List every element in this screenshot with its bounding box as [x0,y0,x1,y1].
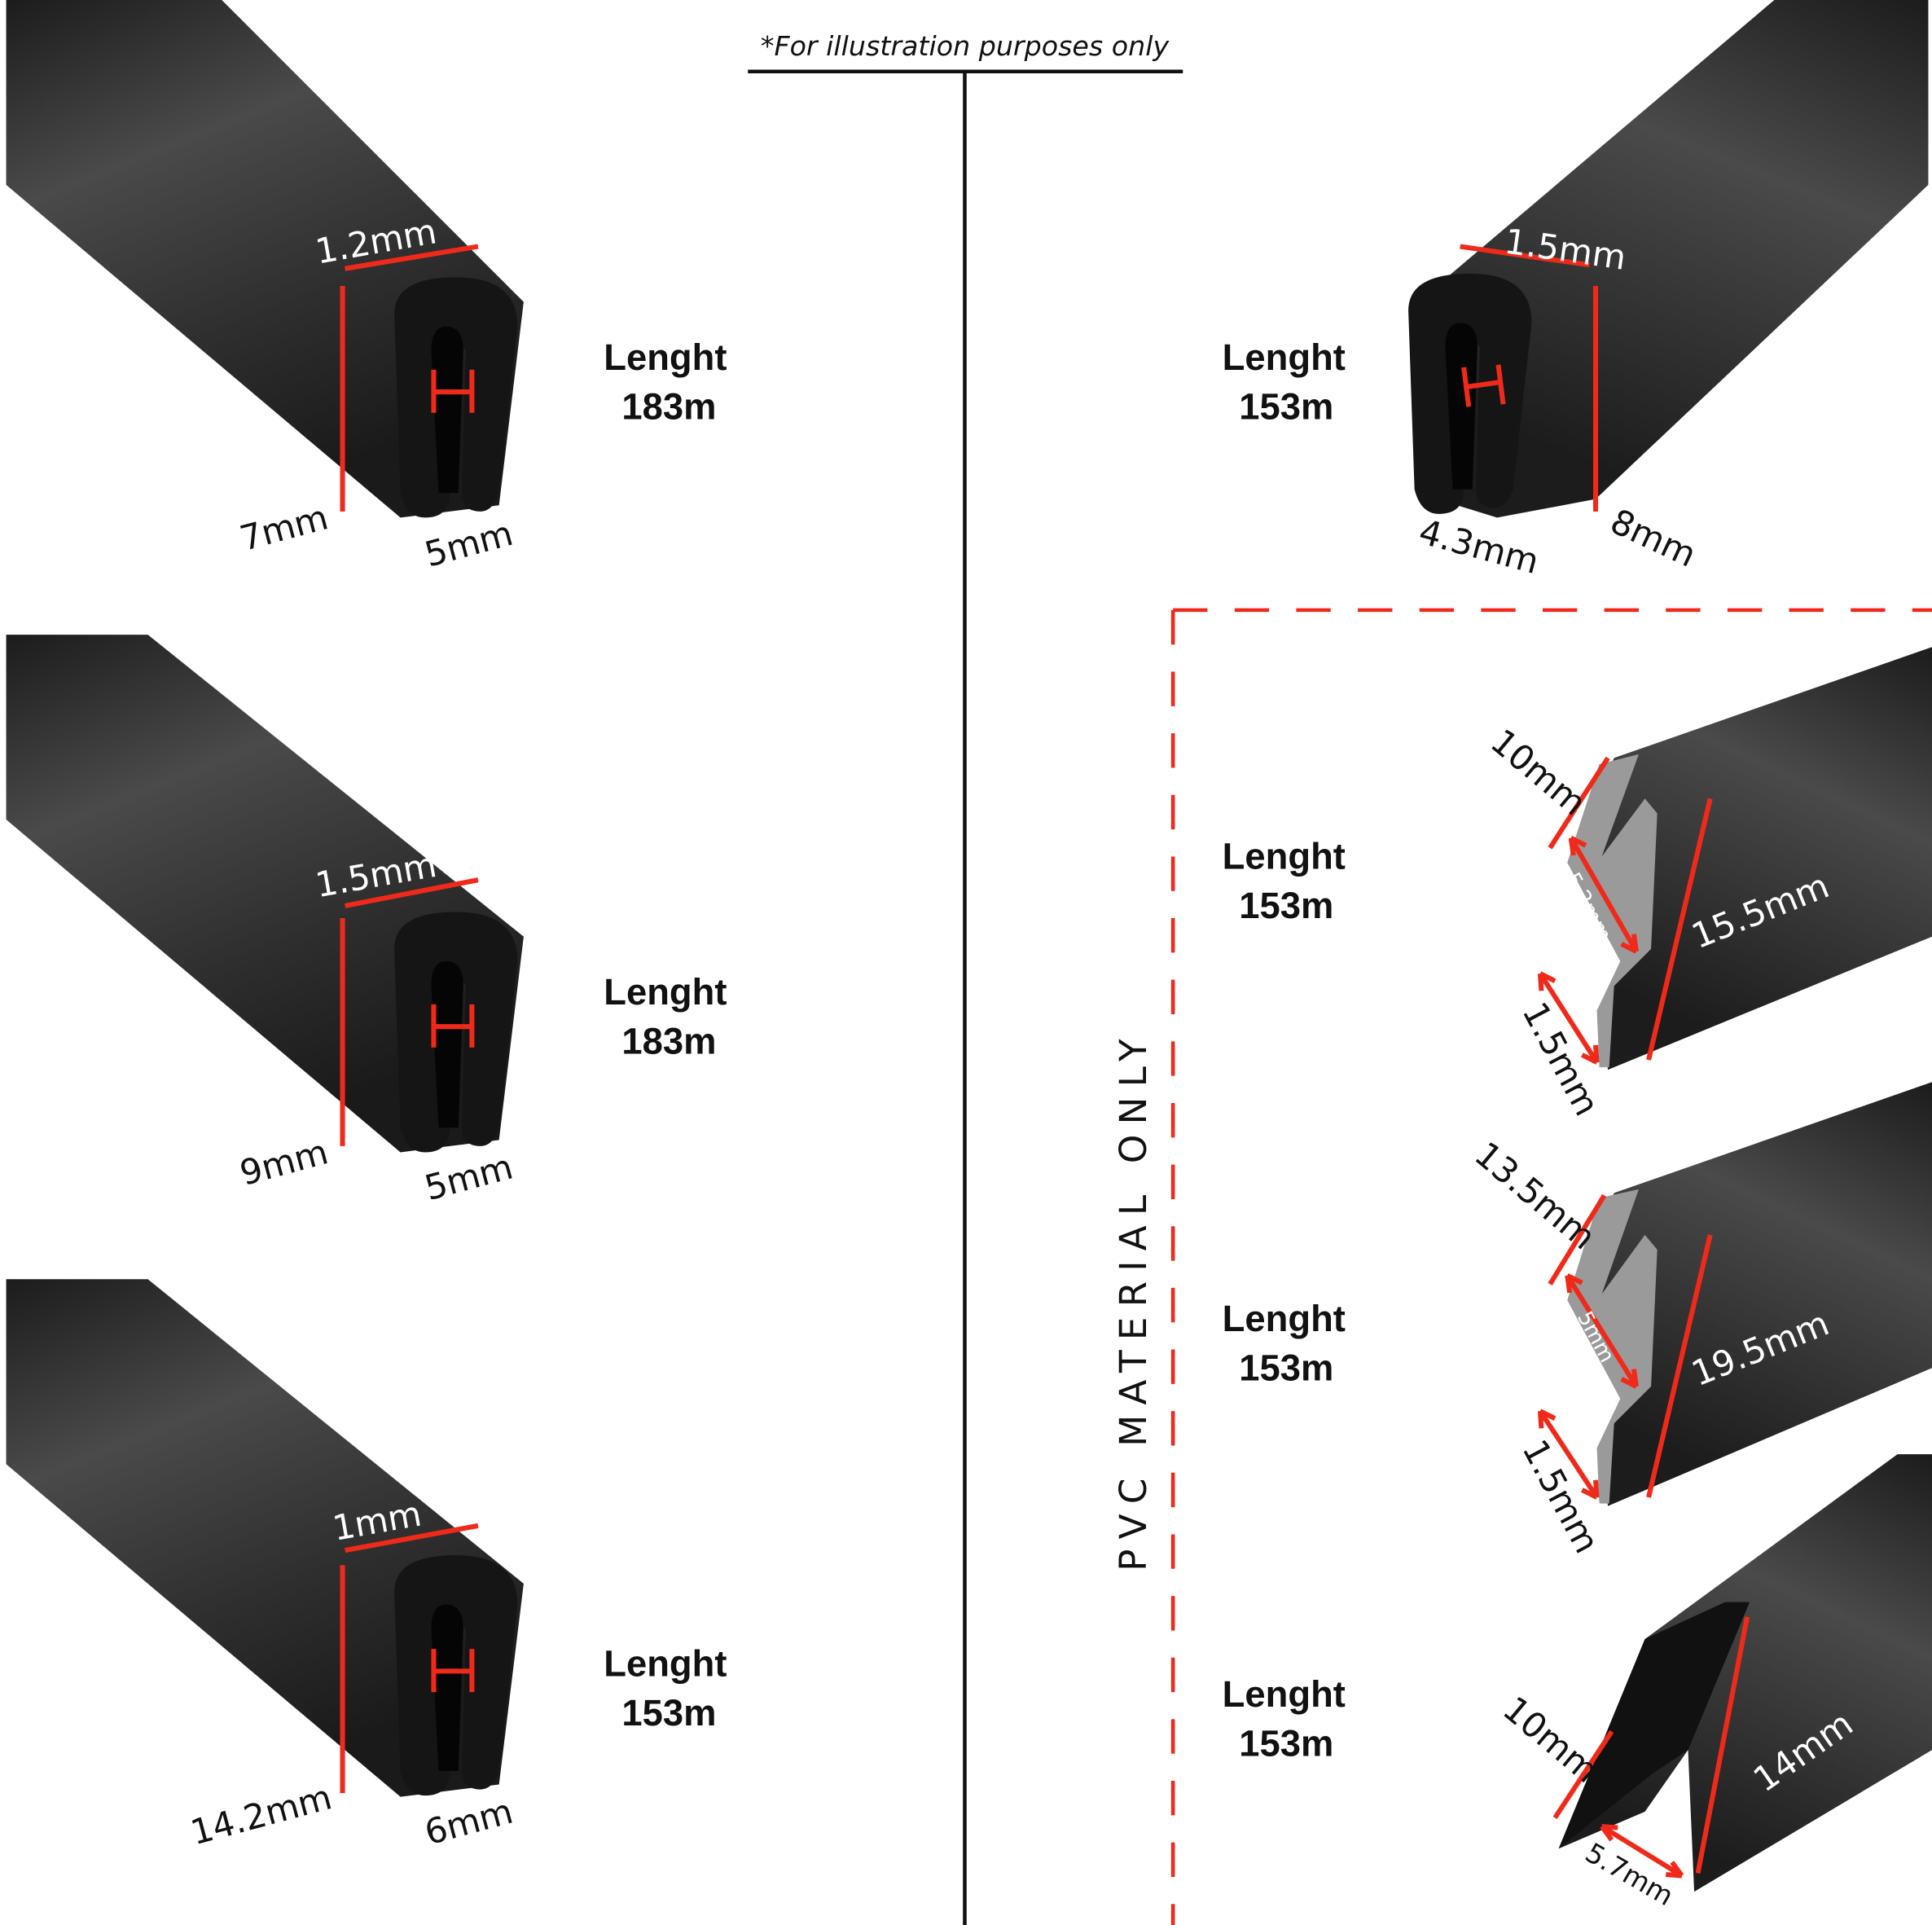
dim-height: 7mm [235,497,332,559]
channel-marker [431,369,475,413]
pvc-product-2: 13.5mm 5mm 19.5mm 1.5mm Lenght 153m [1223,1082,1932,1560]
length-value: 153m [621,1692,716,1734]
dim-top: 13.5mm [1467,1134,1603,1257]
pvc-material-label: PVC MATERIAL ONLY [1112,1029,1155,1571]
product-right-1: 1.5mm 4.3mm 8mm Lenght 153m [1223,0,1929,582]
dim-height: 9mm [235,1132,332,1193]
dim-height: 14.2mm [187,1777,336,1852]
length-value: 183m [621,385,716,427]
dim-height: 8mm [1605,501,1702,575]
profile-end [394,277,518,518]
pvc-product-1: 10mm 5.2mm 15.5mm 1.5mm Lenght 153m [1223,647,1932,1123]
length-value: 153m [1239,385,1333,427]
length-label: Lenght [1223,336,1346,378]
dim-width: 4.3mm [1415,512,1543,582]
length-label: Lenght [1223,1673,1346,1715]
pvc-region-border [1170,608,1932,1925]
illustration-note: *For illustration purposes only [761,30,1170,62]
length-label: Lenght [1223,1298,1346,1339]
rubber-strip [6,0,524,518]
product-left-3: 1mm 14.2mm 6mm Lenght 153m [6,1279,727,1853]
length-value: 183m [621,1020,716,1061]
length-label: Lenght [604,336,727,378]
product-left-1: 1.2mm 7mm 5mm Lenght 183m [6,0,727,575]
length-value: 153m [1239,1723,1333,1765]
length-value: 153m [1239,885,1333,926]
length-value: 153m [1239,1347,1333,1388]
dim-top: 10mm [1483,721,1594,823]
dim-width: 5mm [420,513,516,575]
dim-top: 10mm [1495,1689,1606,1791]
dim-inner: 5.7mm [1580,1836,1679,1912]
pvc-product-3: 10mm 5.7mm 14mm Lenght 153m [1223,1454,1932,1912]
dim-width: 5mm [420,1146,516,1208]
length-label: Lenght [604,971,727,1013]
dim-width: 6mm [420,1791,516,1853]
product-left-2: 1.5mm 9mm 5mm Lenght 183m [6,635,727,1208]
length-label: Lenght [1223,836,1346,877]
length-label: Lenght [604,1642,727,1684]
